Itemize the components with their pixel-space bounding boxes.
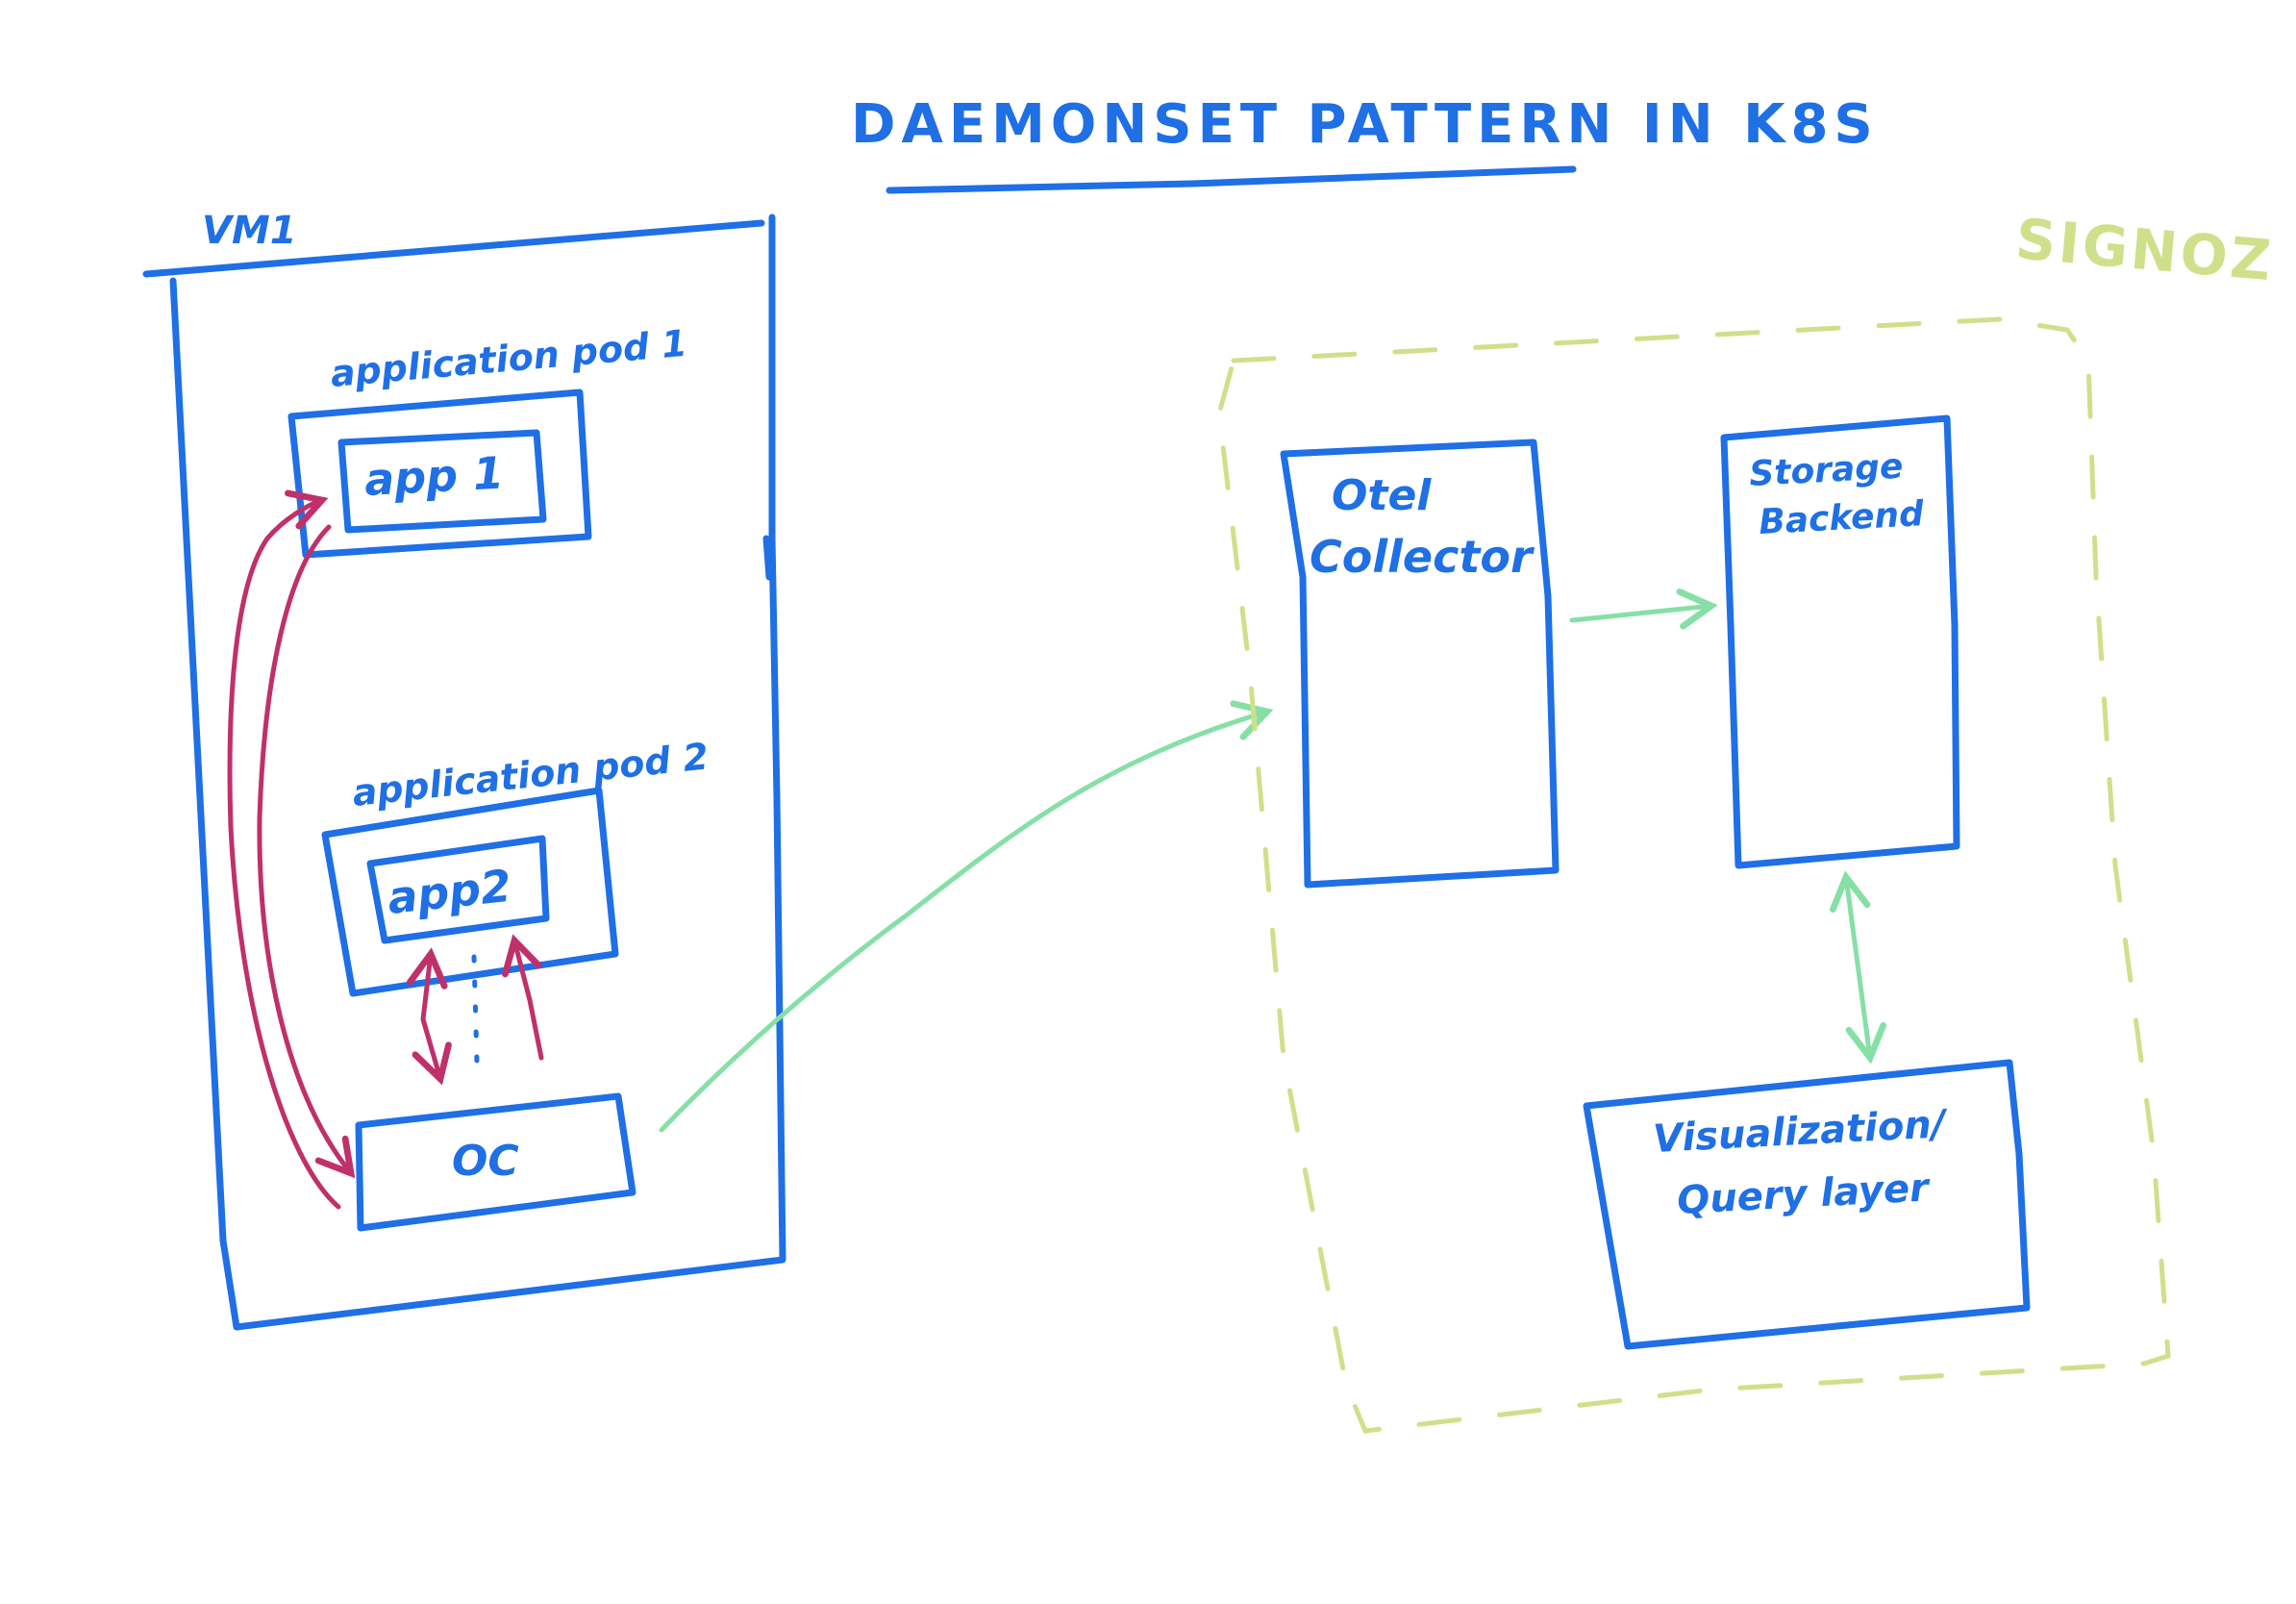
storage-label-line2: Backend	[1758, 494, 1926, 542]
vm-label: VM1	[202, 209, 297, 253]
arrow-otel-to-storage	[1569, 588, 1718, 630]
vm-container	[142, 213, 786, 1331]
title-underline	[886, 165, 1577, 194]
app2-label: app2	[386, 860, 514, 924]
app1-label: app 1	[363, 446, 506, 506]
oc-box	[355, 1092, 636, 1232]
visualization-label-line2: Query layer	[1676, 1165, 1932, 1223]
visualization-box	[1583, 1059, 2031, 1350]
otel-label-line1: Otel	[1332, 471, 1432, 520]
signoz-container	[1216, 316, 2171, 1434]
application-pod-2	[321, 787, 619, 997]
arrow-oc-from-app2	[502, 934, 544, 1061]
arrow-storage-to-visualization	[1829, 870, 1887, 1065]
otel-label-line2: Collector	[1310, 531, 1535, 583]
arrow-oc-to-app1	[227, 489, 341, 1210]
arrow-app1-to-oc	[257, 524, 356, 1179]
otel-collector-box	[1280, 439, 1560, 889]
diagram-title: DAEMONSET PATTERN IN K8S	[851, 93, 1879, 156]
oc-label: OC	[452, 1137, 519, 1186]
pod1-label: application pod 1	[329, 322, 688, 395]
arrow-oc-to-otel	[659, 700, 1274, 1133]
arrow-oc-to-app2	[407, 947, 452, 1086]
storage-backend-box	[1720, 414, 1960, 869]
signoz-label: SIGNOZ	[2013, 206, 2277, 293]
storage-label-line1: Storage	[1748, 447, 1904, 494]
visualization-label-line1: Visualization/	[1652, 1102, 1950, 1162]
dotted-connector	[471, 954, 480, 1065]
